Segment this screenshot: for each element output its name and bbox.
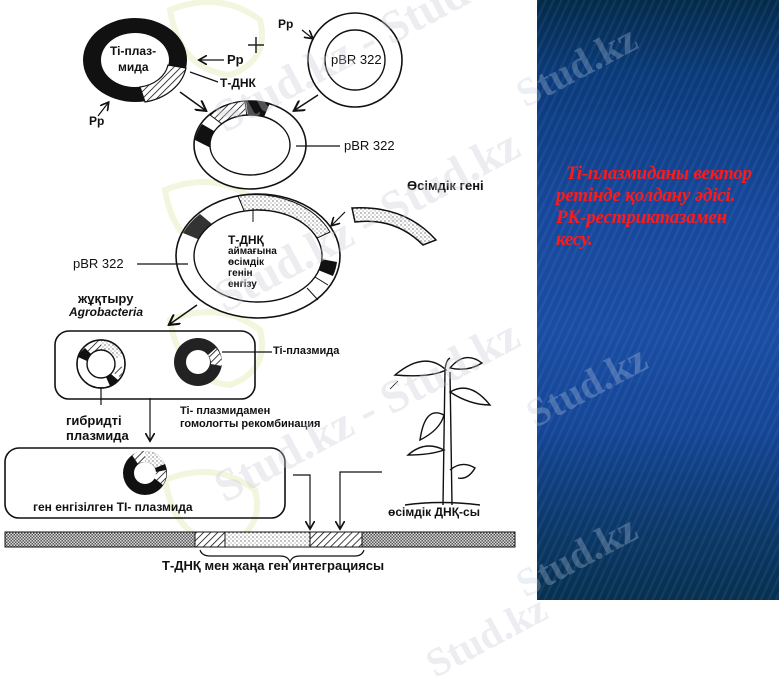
- agrobacteria-label: Agrobacteria: [69, 305, 144, 319]
- pbr-hybrid-label: pBR 322: [344, 138, 395, 153]
- insert-text-line: Т-ДНҚ: [228, 233, 264, 247]
- insert-text-line: енгізу: [228, 279, 257, 290]
- engineered-ti-label: ген енгізілген ТI- плазмида: [33, 500, 193, 514]
- hybrid-ring-icon: [193, 100, 340, 190]
- ti-plasmid-ring-icon: [83, 18, 187, 103]
- pp-label-right: Pp: [227, 52, 244, 67]
- ti-plasmid-label-line2: мида: [118, 60, 149, 74]
- plasmid-diagram: [4, 0, 516, 564]
- integration-label: Т-ДНҚ мен жаңа ген интеграциясы: [162, 558, 385, 573]
- recombination-label-line1: Ti- плазмидамен: [180, 405, 271, 417]
- recombination-label-line2: гомологты рекомбинация: [180, 418, 321, 430]
- pbr-circle-label: pBR 322: [331, 52, 382, 67]
- engineered-ti-plasmid-icon: [123, 450, 167, 495]
- pp-label-pbr: Pp: [278, 17, 294, 31]
- infection-label: жұқтыру: [78, 291, 134, 306]
- diagram-area: Ti-плаз- мида Pp Т-ДНК Pp Pp pBR 322 pBR…: [4, 0, 516, 573]
- pp-label-bottom-left: Pp: [89, 114, 105, 128]
- insert-text-line: аймағына: [228, 246, 277, 257]
- ti-plasmid-label: Ti-плазмида: [273, 345, 340, 357]
- ti-plasmid-small-icon: [174, 338, 223, 386]
- ti-plasmid-label-line1: Ti-плаз-: [110, 44, 157, 58]
- insert-text-line: өсімдік: [228, 257, 264, 268]
- hybrid-plasmid-label-line2: плазмида: [66, 428, 129, 443]
- pbr-insert-label: pBR 322: [73, 256, 124, 271]
- hybrid-plasmid-small-icon: [76, 339, 126, 389]
- insert-text-block: Т-ДНҚ аймағына өсімдік генін енгізу: [228, 234, 277, 290]
- plant-dna-strand: [4, 531, 516, 548]
- agrobacterium-cell: [54, 330, 256, 400]
- slide-side-panel: [537, 0, 779, 600]
- plant-dna-label: өсімдік ДНҚ-сы: [388, 505, 480, 519]
- plant-illustration-icon: [393, 356, 492, 506]
- slide-caption: Ti-плазмиданы вектор ретінде қолдану әді…: [556, 163, 752, 250]
- plant-gene-label: Өсімдік гені: [407, 178, 484, 193]
- insert-text-line: генін: [228, 268, 253, 279]
- integration-brace-icon: [199, 549, 365, 564]
- recombinant-plasmid-ring-icon: [137, 193, 341, 319]
- engineered-ti-box: [4, 447, 286, 519]
- t-dnk-label: Т-ДНК: [220, 76, 256, 90]
- hybrid-plasmid-label-line1: гибридті: [66, 413, 122, 428]
- plant-gene-fragment-icon: [351, 207, 438, 246]
